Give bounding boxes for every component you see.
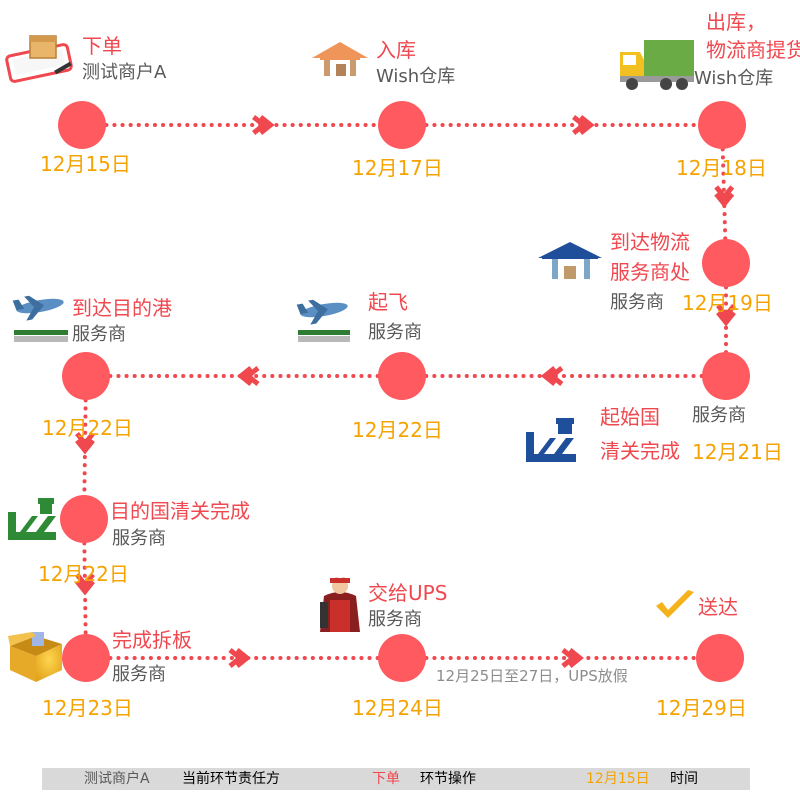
- step-action-label: 物流商提货: [706, 38, 800, 62]
- warehouse-icon: [312, 42, 368, 76]
- airplane-runway-icon: [12, 295, 68, 342]
- courier-icon: [320, 577, 360, 632]
- direction-arrow: [714, 192, 735, 208]
- timeline-node: [378, 101, 426, 149]
- step-party-label: 服务商: [368, 322, 422, 343]
- direction-arrow: [572, 115, 588, 135]
- direction-arrow: [259, 115, 275, 135]
- timeline-node: [378, 634, 426, 682]
- warehouse-blue-icon: [538, 242, 602, 279]
- step-party-label: Wish仓库: [694, 68, 774, 89]
- airplane-runway-icon: [296, 299, 350, 342]
- legend-date-desc: 时间: [670, 771, 698, 787]
- direction-arrow: [235, 648, 252, 668]
- step-party-label: 服务商: [368, 609, 422, 630]
- step-action-label: 下单: [82, 34, 122, 58]
- timeline-node: [702, 352, 750, 400]
- direction-arrow: [252, 115, 268, 135]
- direction-arrow: [75, 579, 95, 596]
- timeline-node: [60, 495, 108, 543]
- checkmark-icon: [656, 590, 694, 618]
- step-date-label: 12月17日: [352, 156, 443, 180]
- timeline-node: [62, 352, 110, 400]
- step-party-label: 服务商: [112, 664, 166, 685]
- direction-arrow: [547, 366, 564, 386]
- step-action-label: 到达目的港: [72, 296, 172, 320]
- direction-arrow: [714, 185, 735, 201]
- customs-officer-green-icon: [8, 498, 56, 540]
- direction-arrow: [236, 366, 253, 386]
- legend-party-example: 测试商户A: [84, 771, 150, 787]
- direction-arrow: [540, 366, 557, 386]
- step-party-label: Wish仓库: [376, 66, 456, 87]
- step-party-label: 服务商: [72, 324, 126, 345]
- step-date-label: 12月18日: [676, 156, 767, 180]
- order-clipboard-icon: [5, 35, 73, 83]
- direction-arrow: [75, 438, 95, 455]
- timeline-node: [58, 101, 106, 149]
- step-date-label: 12月21日: [692, 440, 783, 464]
- step-party-label: 服务商: [112, 528, 166, 549]
- direction-arrow: [716, 303, 736, 320]
- step-action-label: 目的国清关完成: [110, 499, 250, 523]
- legend-action-example: 下单: [372, 771, 400, 787]
- step-action-label: 起飞: [368, 290, 408, 314]
- direction-arrow: [75, 431, 95, 448]
- step-date-label: 12月22日: [42, 416, 133, 440]
- timeline-node: [702, 239, 750, 287]
- legend-bar: 测试商户A 当前环节责任方 下单 环节操作 12月15日 时间: [42, 768, 750, 790]
- timeline-node: [696, 634, 744, 682]
- annotation-note: 12月25日至27日，UPS放假: [436, 667, 628, 685]
- step-action-label: 入库: [376, 38, 416, 62]
- step-action-label: 起始国: [600, 405, 660, 429]
- step-action-label: 服务商处: [610, 260, 690, 284]
- step-date-label: 12月15日: [40, 152, 131, 176]
- direction-arrow: [716, 310, 736, 327]
- step-date-label: 12月23日: [42, 696, 133, 720]
- truck-icon: [620, 40, 694, 90]
- direction-arrow: [228, 648, 245, 668]
- open-box-icon: [8, 632, 62, 682]
- timeline-node: [378, 352, 426, 400]
- step-date-label: 12月19日: [682, 291, 773, 315]
- legend-party-desc: 当前环节责任方: [182, 771, 280, 787]
- customs-officer-blue-icon: [526, 418, 576, 462]
- timeline-node: [698, 101, 746, 149]
- step-action-label: 清关完成: [600, 439, 680, 463]
- step-date-label: 12月29日: [656, 696, 747, 720]
- direction-arrow: [568, 648, 584, 668]
- step-action-label: 送达: [698, 595, 738, 619]
- step-action-label: 交给UPS: [368, 581, 448, 605]
- step-party-label: 服务商: [692, 405, 746, 426]
- step-date-label: 12月22日: [38, 562, 129, 586]
- legend-date-example: 12月15日: [586, 771, 650, 787]
- step-date-label: 12月24日: [352, 696, 443, 720]
- legend-action-desc: 环节操作: [420, 771, 476, 787]
- step-party-label: 服务商: [610, 292, 664, 313]
- direction-arrow: [561, 648, 577, 668]
- step-party-label: 测试商户A: [82, 62, 167, 83]
- step-date-label: 12月22日: [352, 418, 443, 442]
- timeline-node: [62, 634, 110, 682]
- step-action-label: 出库，: [706, 10, 766, 34]
- step-action-label: 完成拆板: [112, 628, 192, 652]
- direction-arrow: [243, 366, 260, 386]
- direction-arrow: [75, 572, 95, 589]
- direction-arrow: [579, 115, 595, 135]
- step-action-label: 到达物流: [610, 230, 690, 254]
